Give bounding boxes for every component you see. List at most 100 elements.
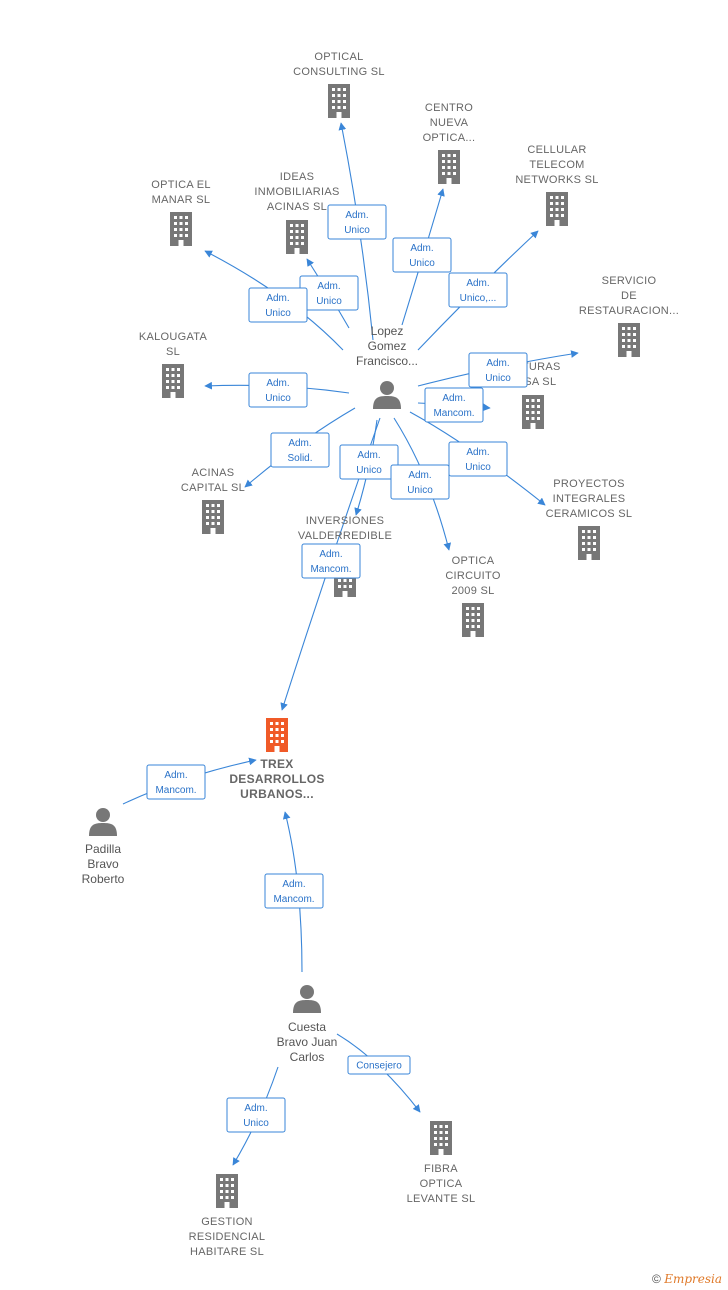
edge-label-box	[270, 432, 330, 468]
company-label: INTEGRALES	[553, 493, 626, 505]
edge-label-padilla-trex[interactable]: Adm.Mancom.	[146, 764, 206, 800]
person-icon	[293, 985, 321, 1013]
edge-label-box	[301, 543, 361, 579]
edge-label-text: Adm.	[266, 293, 289, 304]
person-label: Bravo	[87, 857, 119, 871]
edge-label-text: Adm.	[317, 281, 340, 292]
company-label: CELLULAR	[527, 144, 586, 156]
edge-label-text: Mancom.	[433, 408, 474, 419]
building-icon	[286, 220, 308, 254]
edge-label-lopez-trex[interactable]: Adm.Mancom.	[301, 543, 361, 579]
building-icon	[202, 500, 224, 534]
company-label: HABITARE SL	[190, 1246, 264, 1258]
edge-label-lopez-circuito[interactable]: Adm. Unico	[390, 464, 450, 500]
edge-label-cuesta-gestion[interactable]: Adm.Unico	[226, 1097, 286, 1133]
edge-label-text: Adm.	[466, 447, 489, 458]
company-label: IDEAS	[280, 171, 315, 183]
edge-label-lopez-servicio[interactable]: Adm.Unico	[468, 352, 528, 388]
company-label: MANAR SL	[152, 194, 211, 206]
person-node-lopez[interactable]: LopezGomezFrancisco...	[356, 324, 418, 409]
brand-logo[interactable]: Empresia	[664, 1272, 722, 1286]
edge-label-text: Mancom.	[155, 785, 196, 796]
company-label: KALOUGATA	[139, 331, 208, 343]
company-label: NETWORKS SL	[515, 174, 598, 186]
building-icon	[618, 323, 640, 357]
edge-label-lopez-proyectos[interactable]: Adm.Unico	[448, 441, 508, 477]
company-label: TREX	[260, 757, 293, 771]
company-label: CAPITAL SL	[181, 482, 245, 494]
company-node-centro[interactable]: CENTRO NUEVA OPTICA...	[423, 102, 476, 184]
edge-label-box	[390, 464, 450, 500]
edge-label-text: Adm.	[357, 450, 380, 461]
edge-label-lopez-kalougata[interactable]: Adm.Unico	[248, 372, 308, 408]
company-label: SERVICIO	[602, 275, 657, 287]
edge-label-text: Adm.	[266, 378, 289, 389]
company-label: VALDERREDIBLE	[298, 530, 392, 542]
company-label: CIRCUITO	[445, 570, 501, 582]
company-label: DE	[621, 290, 637, 302]
company-label: LEVANTE SL	[407, 1193, 476, 1205]
edge-label-box	[327, 204, 387, 240]
person-label: Roberto	[82, 872, 125, 886]
person-label: Gomez	[368, 339, 407, 353]
company-label: 2009 SL	[451, 585, 494, 597]
edge-label-lopez-acinas[interactable]: Adm.Solid.	[270, 432, 330, 468]
edge-label-lopez-inversiones[interactable]: Adm.Unico	[339, 444, 399, 480]
edge-label-text: Solid.	[287, 453, 312, 464]
edge-label-lopez-cellular[interactable]: Adm.Unico,...	[448, 272, 508, 308]
edge-label-text: Consejero	[356, 1061, 402, 1072]
edge-label-lopez-optical[interactable]: Adm.Unico	[327, 204, 387, 240]
company-label: CONSULTING SL	[293, 66, 385, 78]
edge-label-lopez-centro[interactable]: Adm.Unico	[392, 237, 452, 273]
edge-label-text: Unico	[344, 225, 370, 236]
edge-label-text: Adm.	[442, 393, 465, 404]
edge-label-lopez-ideas[interactable]: Adm.Unico	[299, 275, 359, 311]
edge-label-box	[448, 441, 508, 477]
edge-label-text: Adm.	[282, 879, 305, 890]
edge-label-text: Unico	[407, 485, 433, 496]
building-icon	[462, 603, 484, 637]
edge-label-text: Adm.	[408, 470, 431, 481]
edge-label-box	[146, 764, 206, 800]
company-label: OPTICA	[420, 1178, 463, 1190]
company-label: NUEVA	[430, 117, 469, 129]
company-label: CENTRO	[425, 102, 473, 114]
company-label: FIBRA	[424, 1163, 458, 1175]
edge-label-lopez-ucturas[interactable]: Adm. Mancom.	[424, 387, 484, 423]
person-label: Francisco...	[356, 354, 418, 368]
building-icon	[328, 84, 350, 118]
person-label: Padilla	[85, 842, 121, 856]
building-icon	[162, 364, 184, 398]
edge-label-cuesta-trex[interactable]: Adm.Mancom.	[264, 873, 324, 909]
edge-label-box	[248, 372, 308, 408]
edge-label-cuesta-fibra[interactable]: Consejero	[347, 1055, 411, 1075]
company-node-trex[interactable]: TREXDESARROLLOSURBANOS...	[229, 718, 324, 801]
company-label: OPTICA...	[423, 132, 476, 144]
edge-label-box	[339, 444, 399, 480]
company-label: DESARROLLOS	[229, 772, 324, 786]
edge-label-lopez-manar[interactable]: Adm.Unico	[248, 287, 308, 323]
edge-label-box	[424, 387, 484, 423]
copyright-icon: ©	[652, 1272, 661, 1286]
edge-label-text: Unico	[409, 258, 435, 269]
company-node-servicio[interactable]: SERVICIO DE RESTAURACION...	[579, 275, 679, 357]
edge-label-text: Unico,...	[460, 293, 497, 304]
building-icon	[266, 718, 288, 752]
company-node-fibra[interactable]: FIBRA OPTICA LEVANTE SL	[407, 1121, 476, 1205]
building-icon	[216, 1174, 238, 1208]
edge-label-text: Unico	[243, 1118, 269, 1129]
company-label: RESTAURACION...	[579, 305, 679, 317]
edge-label-box	[248, 287, 308, 323]
